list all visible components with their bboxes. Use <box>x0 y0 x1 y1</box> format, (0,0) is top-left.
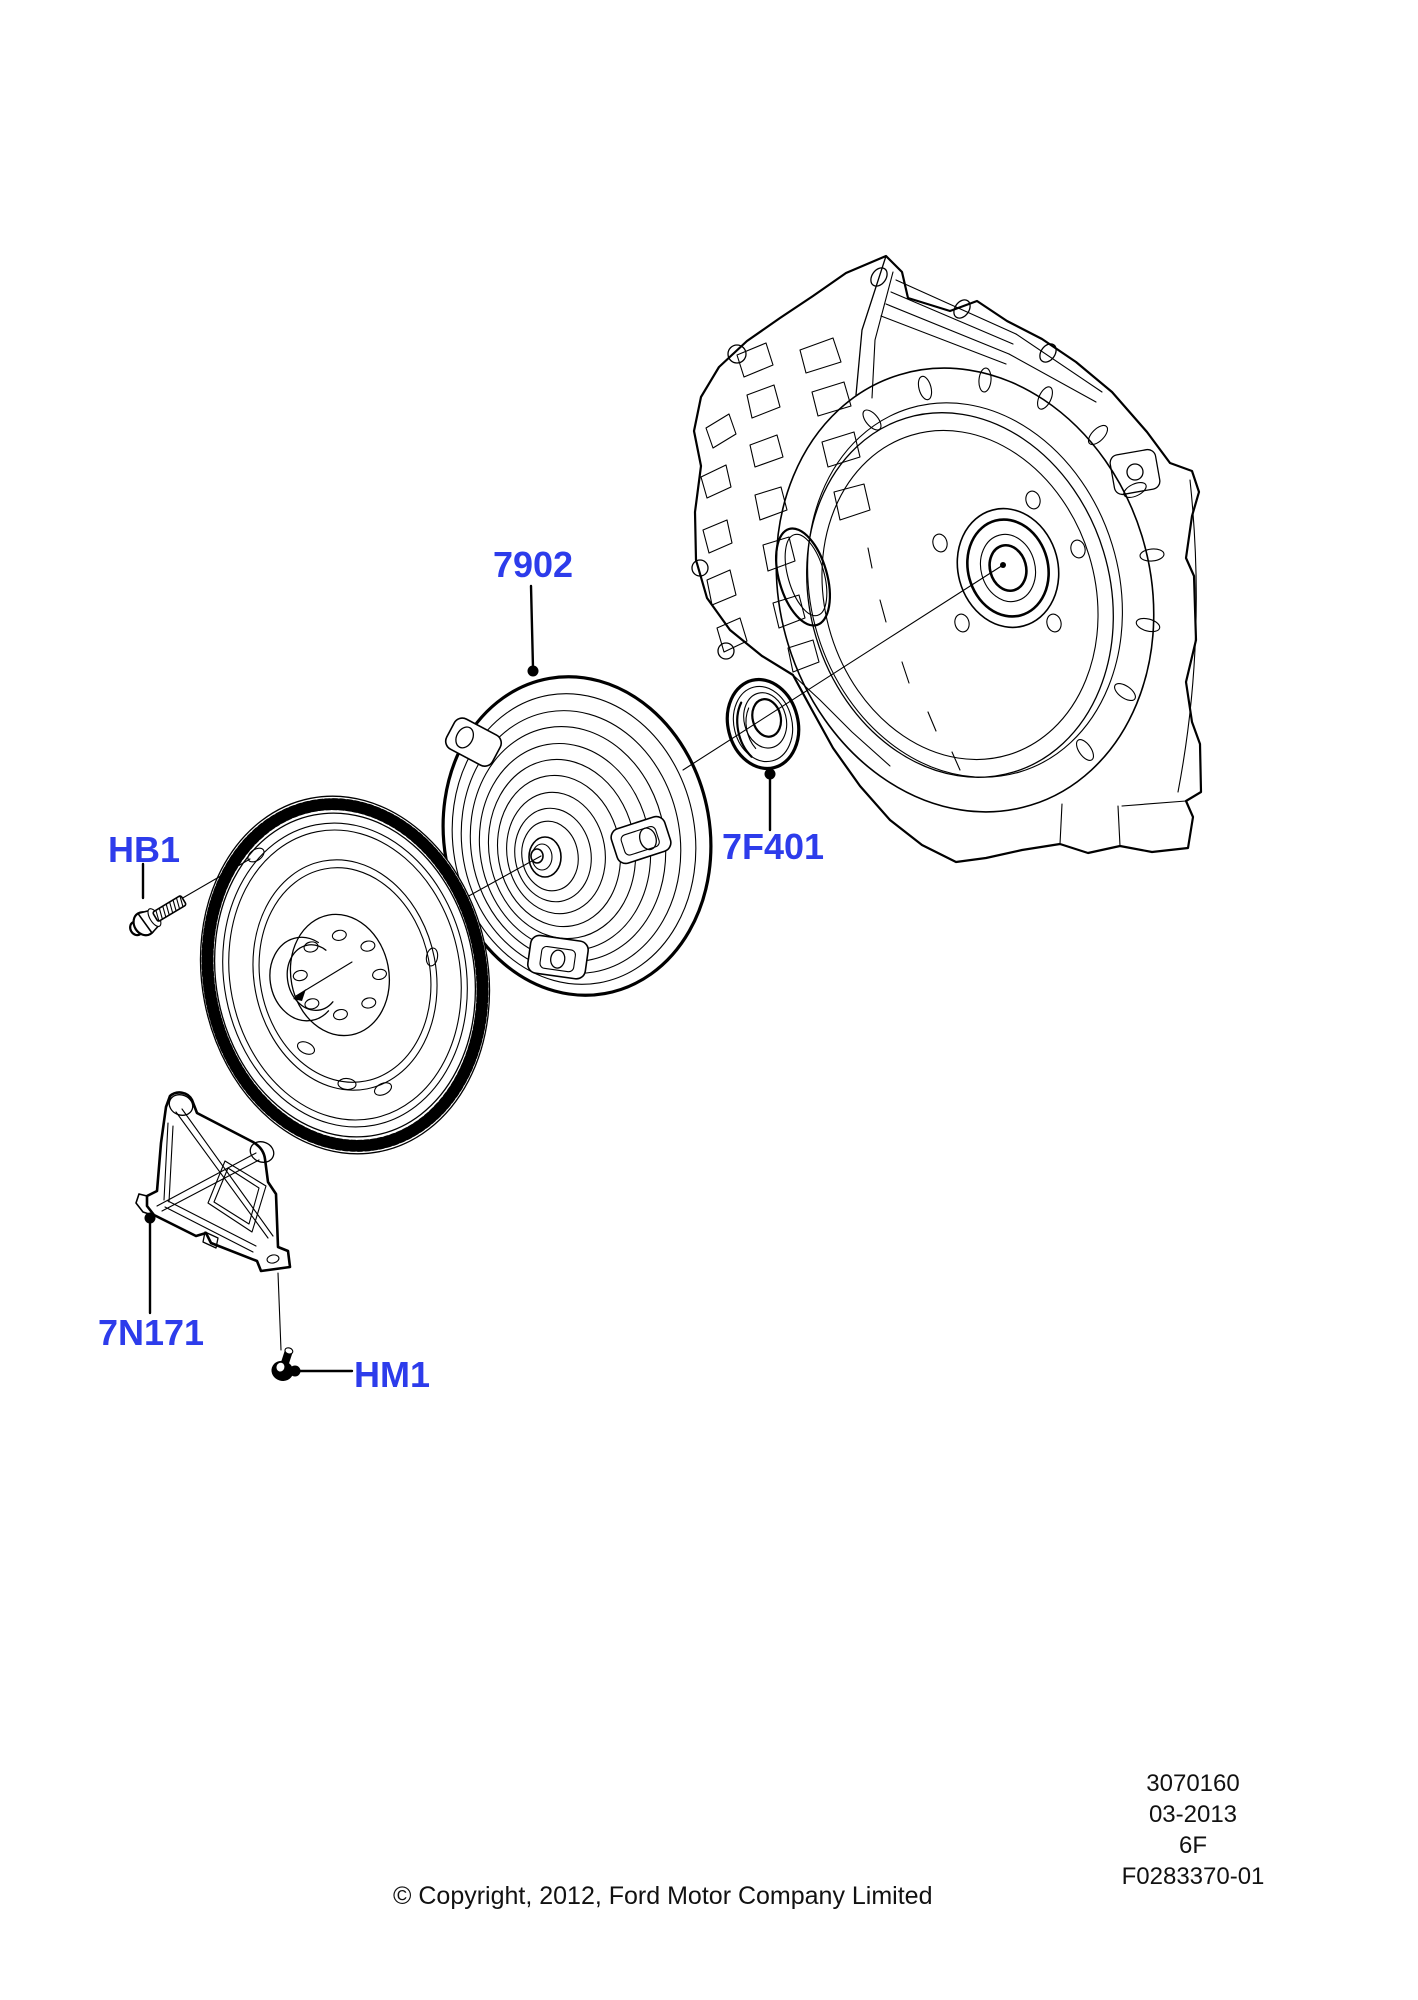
reference-line-3: 6F <box>1178 1832 1207 1859</box>
converter-lug-right <box>610 815 672 865</box>
callout-leader-7f401 <box>764 768 776 832</box>
callout-leader-hm1 <box>289 1365 354 1377</box>
axis-line-upper <box>682 562 1006 771</box>
converter-lug-upper <box>444 717 503 767</box>
callout-leader-7n171 <box>144 1212 156 1315</box>
callout-label-7902[interactable]: 7902 <box>492 544 574 585</box>
callout-label-7n171[interactable]: 7N171 <box>97 1312 205 1353</box>
converter-lug-lower <box>526 934 589 980</box>
copyright-text: © Copyright, 2012, Ford Motor Company Li… <box>393 1882 933 1910</box>
reference-line-4: F0283370-01 <box>1121 1863 1265 1890</box>
bolt-hb1-drawing <box>129 895 187 937</box>
callout-label-hm1[interactable]: HM1 <box>353 1354 431 1395</box>
hm1-alignment-line <box>277 1272 282 1351</box>
bracket-drawing <box>135 1091 292 1273</box>
flywheel-drawing <box>199 795 491 1155</box>
reference-block: 3070160 03-2013 6F F0283370-01 <box>1122 1768 1265 1892</box>
bolt-hm1-drawing <box>271 1347 294 1382</box>
reference-line-2: 03-2013 <box>1148 1801 1238 1828</box>
axis-line-flywheel-segment <box>293 961 353 1001</box>
transmission-housing-drawing <box>691 254 1203 864</box>
reference-line-1: 3070160 <box>1146 1770 1240 1797</box>
callout-label-7f401[interactable]: 7F401 <box>721 826 825 867</box>
callout-leader-7902 <box>527 584 539 677</box>
hb1-alignment-line <box>180 858 251 900</box>
callout-label-hb1[interactable]: HB1 <box>107 829 181 870</box>
seal-drawing <box>725 677 801 771</box>
